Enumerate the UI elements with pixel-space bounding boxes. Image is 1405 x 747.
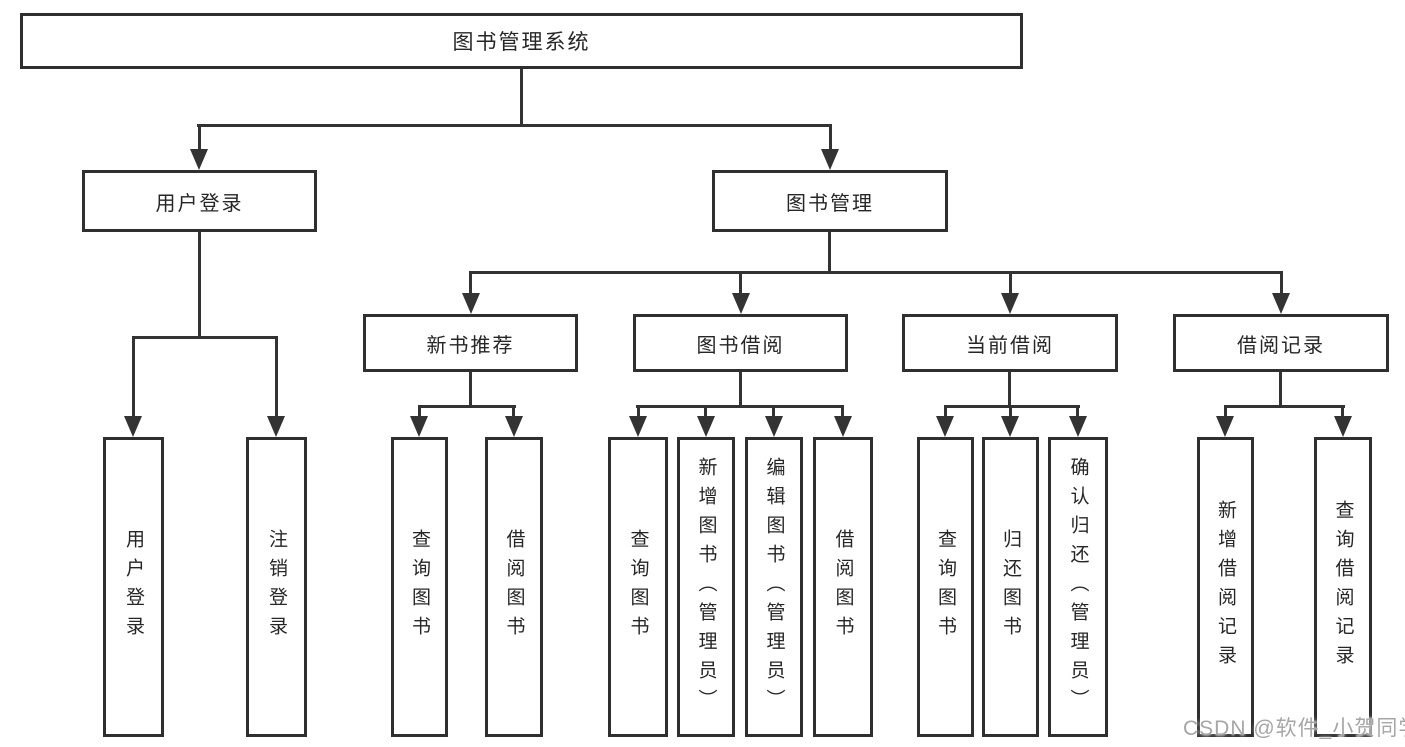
node-root-label: 图书管理系统 bbox=[452, 31, 591, 54]
leaf-query-book-borrow: 查询图书 bbox=[608, 437, 668, 737]
leaf-confirm-return-admin: 确认归还（管理员） bbox=[1048, 437, 1108, 737]
node-book-borrow-label: 图书借阅 bbox=[696, 334, 785, 357]
connector-line bbox=[944, 407, 947, 418]
leaf-query-borrow-record: 查询借阅记录 bbox=[1314, 437, 1372, 737]
connector-line bbox=[1224, 407, 1227, 418]
node-root: 图书管理系统 bbox=[20, 13, 1023, 69]
leaf-borrow-book-recommend: 借阅图书 bbox=[485, 437, 543, 737]
leaf-user-login-label: 用户登录 bbox=[123, 529, 144, 645]
arrowhead bbox=[765, 416, 783, 437]
connector-line bbox=[772, 407, 775, 418]
arrowhead bbox=[190, 149, 208, 170]
leaf-user-login: 用户登录 bbox=[103, 437, 164, 737]
arrowhead bbox=[410, 416, 428, 437]
leaf-edit-book-admin: 编辑图书（管理员） bbox=[745, 437, 803, 737]
arrowhead bbox=[1001, 293, 1019, 314]
arrowhead bbox=[936, 416, 954, 437]
leaf-query-book-recommend: 查询图书 bbox=[391, 437, 448, 737]
leaf-borrow-book: 借阅图书 bbox=[813, 437, 873, 737]
connector-line bbox=[469, 372, 472, 407]
leaf-confirm-return-admin-label: 确认归还（管理员） bbox=[1067, 456, 1089, 718]
arrowhead bbox=[1272, 293, 1290, 314]
arrowhead bbox=[1216, 416, 1234, 437]
arrowhead bbox=[697, 416, 715, 437]
node-new-book-recommend-label: 新书推荐 bbox=[426, 334, 515, 357]
node-current-borrow: 当前借阅 bbox=[902, 314, 1118, 372]
leaf-edit-book-admin-label: 编辑图书（管理员） bbox=[763, 456, 785, 718]
connector-line bbox=[198, 127, 201, 153]
leaf-add-borrow-record-label: 新增借阅记录 bbox=[1215, 500, 1236, 674]
node-book-borrow: 图书借阅 bbox=[633, 314, 848, 372]
connector-line bbox=[132, 339, 135, 418]
connector-line bbox=[469, 274, 472, 296]
leaf-add-book-admin: 新增图书（管理员） bbox=[677, 437, 735, 737]
connector-line bbox=[1009, 274, 1012, 296]
arrowhead bbox=[821, 149, 839, 170]
node-user-login-label: 用户登录 bbox=[155, 192, 244, 215]
connector-line bbox=[1224, 405, 1345, 408]
node-borrow-records: 借阅记录 bbox=[1173, 314, 1389, 372]
connector-line bbox=[1341, 407, 1344, 418]
arrowhead bbox=[462, 293, 480, 314]
arrowhead bbox=[505, 416, 523, 437]
node-current-borrow-label: 当前借阅 bbox=[966, 334, 1054, 357]
node-user-login: 用户登录 bbox=[82, 170, 317, 232]
connector-line bbox=[944, 405, 1080, 408]
connector-line bbox=[520, 69, 523, 126]
leaf-query-book-current-label: 查询图书 bbox=[935, 529, 956, 645]
leaf-query-book-current: 查询图书 bbox=[917, 437, 974, 737]
leaf-query-book-recommend-label: 查询图书 bbox=[409, 529, 430, 645]
leaf-logout-label: 注销登录 bbox=[266, 529, 287, 645]
leaf-borrow-book-label: 借阅图书 bbox=[832, 529, 854, 645]
arrowhead bbox=[124, 416, 142, 437]
connector-line bbox=[418, 405, 516, 408]
connector-line bbox=[636, 405, 844, 408]
arrowhead bbox=[1001, 416, 1019, 437]
arrowhead bbox=[732, 293, 750, 314]
connector-line bbox=[197, 124, 832, 127]
connector-line bbox=[739, 372, 742, 407]
leaf-query-borrow-record-label: 查询借阅记录 bbox=[1332, 500, 1354, 674]
leaf-borrow-book-recommend-label: 借阅图书 bbox=[503, 529, 525, 645]
connector-line bbox=[841, 407, 844, 418]
connector-line bbox=[1279, 372, 1282, 407]
connector-line bbox=[1008, 372, 1011, 407]
leaf-return-book: 归还图书 bbox=[982, 437, 1039, 737]
arrowhead bbox=[629, 416, 647, 437]
arrowhead bbox=[267, 416, 285, 437]
arrowhead bbox=[1334, 416, 1352, 437]
connector-line bbox=[739, 274, 742, 296]
connector-line bbox=[637, 407, 640, 418]
leaf-logout: 注销登录 bbox=[246, 437, 307, 737]
arrowhead bbox=[1069, 416, 1087, 437]
arrowhead bbox=[834, 416, 852, 437]
connector-line bbox=[469, 271, 1283, 274]
node-new-book-recommend: 新书推荐 bbox=[363, 314, 578, 372]
leaf-return-book-label: 归还图书 bbox=[1000, 529, 1021, 645]
connector-line bbox=[1280, 274, 1283, 296]
connector-line bbox=[275, 339, 278, 418]
connector-line bbox=[1009, 407, 1012, 418]
connector-line bbox=[829, 127, 832, 153]
connector-line bbox=[418, 407, 421, 418]
node-book-management: 图书管理 bbox=[712, 170, 948, 232]
connector-line bbox=[198, 232, 201, 339]
leaf-add-borrow-record: 新增借阅记录 bbox=[1197, 437, 1254, 737]
connector-line bbox=[132, 336, 278, 339]
connector-line bbox=[1076, 407, 1079, 418]
connector-line bbox=[512, 407, 515, 418]
node-borrow-records-label: 借阅记录 bbox=[1237, 334, 1325, 357]
leaf-add-book-admin-label: 新增图书（管理员） bbox=[695, 456, 717, 718]
leaf-query-book-borrow-label: 查询图书 bbox=[627, 529, 649, 645]
connector-line bbox=[828, 232, 831, 274]
connector-line bbox=[704, 407, 707, 418]
watermark: CSDN @软件_小贺同学 bbox=[1183, 717, 1405, 740]
node-book-management-label: 图书管理 bbox=[786, 192, 874, 215]
